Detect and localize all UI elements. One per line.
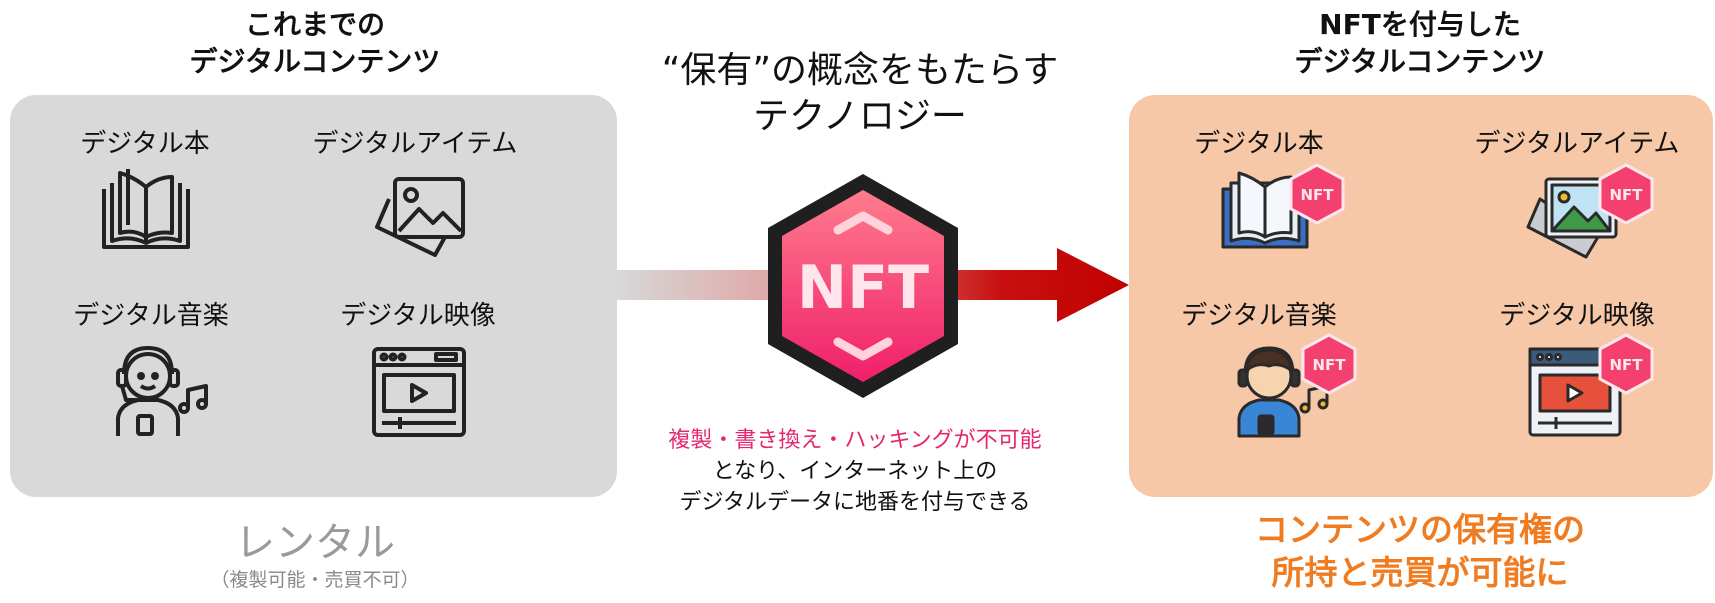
nft-tag-text: NFT bbox=[1300, 186, 1334, 204]
nft-tag-icon: NFT bbox=[1301, 333, 1357, 395]
music-person-icon bbox=[116, 346, 208, 436]
result-line1: コンテンツの保有権の bbox=[1255, 510, 1585, 549]
result-line2: 所持と売買が可能に bbox=[1271, 553, 1569, 592]
nft-badge-text: NFT bbox=[797, 253, 929, 323]
image-icon bbox=[375, 177, 465, 257]
note-line3: デジタルデータに地番を付与できる bbox=[679, 490, 1031, 515]
left-caption-sub: （複製可能・売買不可） bbox=[210, 569, 420, 591]
note-line2: となり、インターネット上の bbox=[712, 459, 998, 484]
left-panel: デジタル本 デジタルアイテム デジタル音楽 bbox=[10, 95, 617, 497]
tagline-line1: “保有”の概念をもたらす bbox=[661, 50, 1059, 91]
nft-tag-icon: NFT bbox=[1598, 333, 1654, 395]
left-item-label-image: デジタルアイテム bbox=[312, 129, 518, 159]
left-item-label-book: デジタル本 bbox=[80, 129, 210, 159]
nft-tag-icon: NFT bbox=[1598, 163, 1654, 225]
book-icon bbox=[102, 169, 190, 249]
right-title-line1: NFTを付与した bbox=[1319, 8, 1521, 41]
nft-badge-icon: NFT bbox=[768, 174, 958, 398]
right-item-label-music: デジタル音楽 bbox=[1181, 301, 1337, 331]
video-player-icon bbox=[372, 347, 466, 437]
left-title-line1: これまでの bbox=[244, 8, 385, 41]
center-tagline: “保有”の概念をもたらす テクノロジー bbox=[620, 48, 1100, 140]
right-item-label-book: デジタル本 bbox=[1194, 129, 1324, 159]
music-person-icon bbox=[1237, 346, 1329, 438]
right-result: コンテンツの保有権の 所持と売買が可能に bbox=[1175, 508, 1665, 594]
tagline-line2: テクノロジー bbox=[753, 96, 967, 137]
right-title: NFTを付与した デジタルコンテンツ bbox=[1245, 6, 1595, 80]
right-item-label-image: デジタルアイテム bbox=[1474, 129, 1680, 159]
center-note: 複製・書き換え・ハッキングが不可能 となり、インターネット上の デジタルデータに… bbox=[615, 425, 1095, 518]
left-caption: レンタル bbox=[235, 520, 395, 566]
right-item-label-video: デジタル映像 bbox=[1499, 301, 1655, 331]
nft-tag-icon: NFT bbox=[1289, 163, 1345, 225]
nft-tag-text: NFT bbox=[1609, 356, 1643, 374]
left-title-line2: デジタルコンテンツ bbox=[189, 45, 441, 78]
left-item-label-music: デジタル音楽 bbox=[73, 301, 229, 331]
right-title-line2: デジタルコンテンツ bbox=[1294, 45, 1546, 78]
right-panel: デジタル本 NFT デジタルアイテム NFT デジタル音楽 bbox=[1129, 95, 1713, 497]
nft-tag-text: NFT bbox=[1312, 356, 1346, 374]
left-item-label-video: デジタル映像 bbox=[340, 301, 496, 331]
note-highlight: 複製・書き換え・ハッキングが不可能 bbox=[668, 428, 1042, 453]
book-icon bbox=[1221, 171, 1309, 249]
nft-tag-text: NFT bbox=[1609, 186, 1643, 204]
left-title: これまでの デジタルコンテンツ bbox=[140, 6, 490, 80]
